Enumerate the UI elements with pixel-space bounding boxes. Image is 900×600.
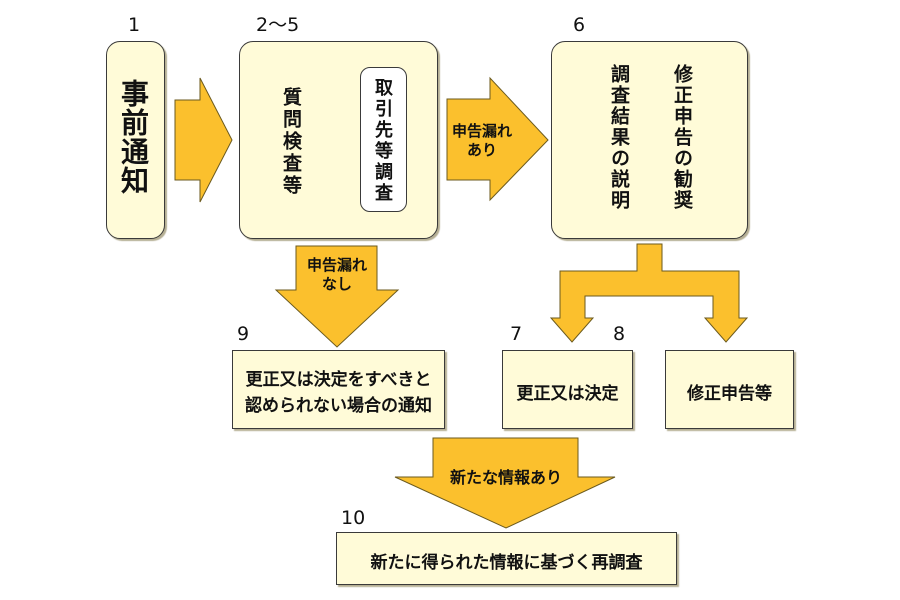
step-number-6: 6	[573, 14, 586, 36]
step-number-2-5: 2〜5	[256, 14, 300, 36]
step-text-correction-or-determination: 更正又は決定	[516, 384, 619, 404]
step-text-prior-notice: 事前通知	[117, 79, 150, 195]
step-box-reinvestigation: 新たに得られた情報に基づく再調査	[336, 532, 677, 585]
arrow-notice-to-inspection	[174, 77, 233, 203]
sub-text-counterparty-survey: 取引先等調査	[372, 78, 393, 204]
step-number-1: 1	[128, 14, 141, 36]
arrow-no-omission	[274, 245, 400, 348]
step-text-result-explanation: 調査結果の説明	[608, 64, 630, 211]
step-number-7: 7	[510, 323, 523, 345]
step-box-correction-or-determination: 更正又は決定	[502, 350, 633, 429]
arrow-label-line2: あり	[466, 141, 497, 159]
arrow-label-line1: 申告漏れ	[451, 122, 512, 140]
step-text-no-correction-line2: 認められない場合の通知	[245, 396, 432, 416]
step-number-8: 8	[613, 323, 626, 345]
step-box-prior-notice: 事前通知	[106, 41, 165, 239]
arrow-label-line1: 申告漏れ	[306, 256, 367, 274]
step-number-9: 9	[237, 323, 250, 345]
arrow-label-new-information: 新たな情報あり	[420, 468, 592, 487]
step-text-inspection: 質問検査等	[280, 87, 302, 197]
step-box-inspection: 質問検査等 取引先等調査	[239, 41, 438, 239]
step-box-result-explanation: 修正申告の勧奨 調査結果の説明	[551, 41, 748, 239]
arrow-omission-found	[446, 76, 549, 202]
step-number-10: 10	[341, 507, 366, 529]
step-text-amended-return: 修正申告等	[687, 384, 772, 404]
arrow-label-omission-found: 申告漏れ あり	[447, 122, 517, 160]
arrow-label-text: 新たな情報あり	[449, 468, 562, 487]
step-box-amended-return: 修正申告等	[665, 350, 794, 429]
step-text-amended-return-recommendation: 修正申告の勧奨	[671, 64, 693, 211]
step-box-no-correction-notice: 更正又は決定をすべきと 認められない場合の通知	[232, 350, 445, 429]
arrow-label-line2: なし	[321, 275, 352, 293]
arrow-label-no-omission: 申告漏れ なし	[294, 256, 380, 294]
arrow-fork-to-results	[549, 243, 749, 343]
arrow-new-information	[394, 437, 616, 529]
sub-box-counterparty-survey: 取引先等調査	[360, 67, 407, 212]
step-text-no-correction-line1: 更正又は決定をすべきと	[245, 370, 432, 390]
step-text-reinvestigation: 新たに得られた情報に基づく再調査	[370, 553, 643, 573]
